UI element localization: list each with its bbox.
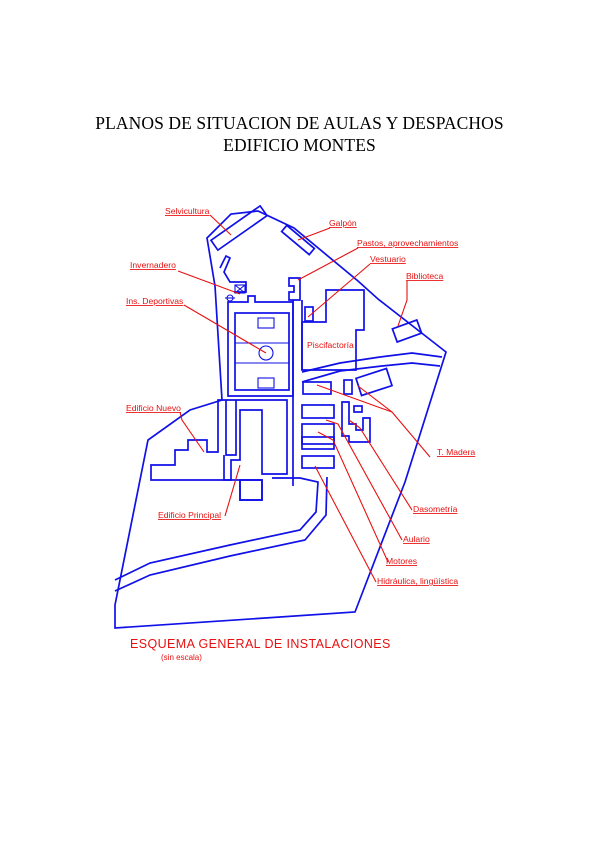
label-vestuario: Vestuario (370, 254, 406, 264)
building-dasometria (301, 404, 335, 419)
building-biblioteca (391, 318, 423, 344)
label-galpon: Galpón (329, 218, 357, 228)
label-t-madera: T. Madera (437, 447, 475, 457)
sports-field-outer (227, 295, 294, 397)
label-deportivas: Ins. Deportivas (126, 296, 183, 306)
building-hidraulica (301, 455, 335, 469)
building-edificio-principal (223, 455, 263, 501)
building-galpon (280, 224, 316, 256)
label-edificio-principal: Edificio Principal (158, 510, 221, 520)
building-pastos (288, 277, 301, 301)
page-title: PLANOS DE SITUACION DE AULAS Y DESPACHOS (95, 113, 504, 133)
label-dasometria: Dasometría (413, 504, 458, 514)
road-east (301, 352, 443, 383)
label-selvicultura: Selvicultura (165, 206, 210, 216)
label-motores: Motores (386, 556, 417, 566)
site-boundary (114, 210, 447, 629)
sports-field (234, 312, 290, 391)
label-hidraulica: Hidráulica, lingüística (377, 576, 458, 586)
road-bottom (114, 477, 319, 581)
building-vestuario-small (304, 306, 314, 322)
map-caption: ESQUEMA GENERAL DE INSTALACIONES (130, 637, 391, 651)
page-subtitle: EDIFICIO MONTES (223, 135, 376, 155)
driveway (292, 300, 303, 486)
label-biblioteca: Biblioteca (406, 271, 443, 281)
label-aulario: Aulario (403, 534, 430, 544)
building-t-madera (302, 381, 332, 395)
map-subcaption: (sin escala) (161, 653, 202, 662)
road-bottom-inner (114, 476, 328, 592)
building-edificio-nuevo (150, 399, 288, 481)
building-motores (301, 436, 335, 450)
building-east-annex (341, 401, 371, 443)
label-piscifactoria: Piscifactoría (307, 340, 354, 350)
building-aulario (301, 423, 335, 445)
label-pastos: Pastos, aprovechamientos (357, 238, 458, 248)
building-piscifactoria (301, 289, 365, 371)
invernadero-mark (234, 284, 246, 294)
label-invernadero: Invernadero (130, 260, 176, 270)
label-edificio-nuevo: Edificio Nuevo (126, 403, 181, 413)
building-invernadero (219, 254, 247, 293)
building-selvicultura (209, 204, 269, 252)
